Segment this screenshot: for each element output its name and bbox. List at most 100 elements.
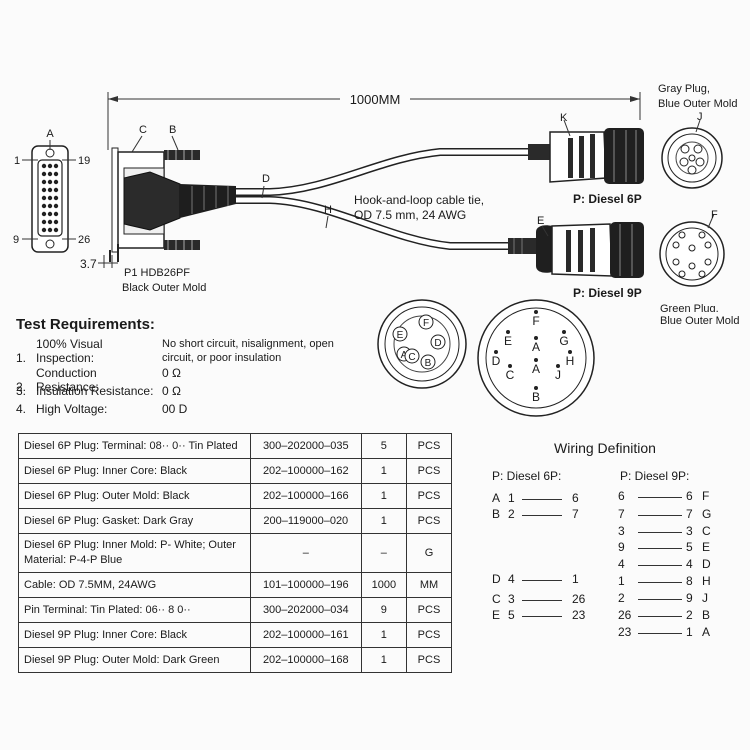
wiring-to-pin: 5 — [686, 540, 693, 554]
p1-label-line2: Black Outer Mold — [122, 282, 206, 294]
wiring-line — [522, 515, 562, 516]
diesel9p-pin-label: F — [532, 314, 539, 328]
diesel6p-callout-k: K — [560, 112, 568, 124]
diesel9p-pin-icon — [698, 231, 706, 239]
bom-row: Pin Terminal: Tin Plated: 06·· 8 0··300–… — [18, 597, 453, 623]
bom-cell-unit: MM — [405, 572, 453, 598]
bom-cell-qty: 9 — [360, 597, 407, 623]
wiring-pin-letter: H — [702, 574, 711, 588]
diesel9p-face-callout-f: F — [711, 209, 718, 221]
wiring-line — [638, 582, 682, 583]
wiring-line — [638, 633, 682, 634]
bom-table: Diesel 6P Plug: Terminal: 08·· 0·· Tin P… — [18, 433, 453, 673]
requirement-value: 00 D — [162, 402, 188, 416]
wiring-from-pin: 23 — [618, 625, 632, 639]
wiring-pin-letter: E — [702, 540, 711, 554]
p1-pin-26-label: 26 — [78, 234, 90, 246]
diesel6p-face-label-line2: Blue Outer Mold — [658, 98, 737, 110]
test-requirement-item: 1.100% Visual Inspection:No short circui… — [16, 337, 366, 365]
wiring-to-pin: 6 — [572, 491, 579, 505]
diesel9p-large-pin-icon — [568, 350, 572, 354]
overall-length-label: 1000MM — [350, 92, 401, 107]
wiring-pin-letter: A — [492, 491, 501, 505]
diesel9p-connector-side-view — [508, 222, 644, 278]
p1-pin-icon — [53, 171, 59, 177]
bom-cell-qty: 1 — [360, 622, 407, 648]
p1-pin-icon — [41, 163, 47, 169]
wiring-pin-letter: E — [492, 608, 501, 622]
diesel6p-connector-side-view — [528, 128, 644, 184]
requirement-label: 100% Visual Inspection: — [36, 337, 103, 365]
bom-cell-qty: 1 — [360, 647, 407, 673]
p1-callout-c: C — [139, 124, 147, 136]
dimension-line — [107, 92, 641, 150]
p1-pin-icon — [53, 195, 59, 201]
bom-cell-part: 202–100000–168 — [249, 647, 362, 673]
p1-pin-icon — [47, 227, 53, 233]
diesel9p-large-pin-icon — [534, 358, 538, 362]
bom-cell-part: 200–119000–020 — [249, 508, 362, 534]
p1-pin-icon — [53, 187, 59, 193]
wiring-to-pin: 23 — [572, 608, 586, 622]
bom-cell-unit: G — [405, 533, 453, 573]
bom-cell-part: 300–202000–034 — [249, 597, 362, 623]
p1-pin-icon — [47, 187, 53, 193]
wiring-pin-letter: B — [702, 608, 711, 622]
p1-pin-icon — [53, 203, 59, 209]
bom-cell-desc: Diesel 6P Plug: Gasket: Dark Gray — [18, 508, 251, 534]
p1-face-view — [31, 145, 69, 253]
p1-pin-19-label: 19 — [78, 155, 90, 167]
wiring-to-pin: 7 — [686, 507, 693, 521]
wiring-from-pin: 2 — [508, 507, 515, 521]
bom-cell-qty: 1 — [360, 483, 407, 509]
p1-pin-9-label: 9 — [13, 234, 19, 246]
wiring-from-pin: 3 — [618, 524, 625, 538]
requirement-value: 0 Ω — [162, 384, 181, 398]
bom-cell-unit: PCS — [405, 483, 453, 509]
cable-callout-h: H — [324, 204, 332, 216]
diesel9p-pin-label: H — [566, 354, 575, 368]
wiring-to-pin: 2 — [686, 608, 693, 622]
diesel6p-pin-label: B — [425, 358, 432, 369]
diesel9p-pin-icon — [688, 244, 696, 252]
wiring-line — [522, 499, 562, 500]
diesel6p-face-callout-j: J — [697, 111, 703, 123]
cable-tie-line1: Hook-and-loop cable tie, — [354, 193, 484, 207]
wiring-pin-letter: F — [702, 489, 710, 503]
diesel6p-face-view — [661, 127, 723, 189]
diesel9p-large-pin-icon — [562, 330, 566, 334]
diesel6p-large-pin-icon — [404, 348, 420, 364]
wiring-from-pin: 4 — [618, 557, 625, 571]
diesel9p-pin-label: G — [559, 334, 568, 348]
diesel9p-large-pin-icon — [534, 386, 538, 390]
diesel6p-pin-label: F — [423, 318, 429, 329]
p1-pin-icon — [41, 219, 47, 225]
p1-label-line1: P1 HDB26PF — [124, 267, 190, 279]
p1-connector-side-view — [109, 147, 236, 262]
requirement-label: Conduction Resistance: — [36, 366, 99, 394]
bom-cell-part: 202–100000–162 — [249, 458, 362, 484]
p1-pin-icon — [47, 219, 53, 225]
wiring-pin-letter: A — [702, 625, 711, 639]
wiring-left-header: P: Diesel 6P: — [492, 469, 562, 483]
p1-pin-icon — [41, 187, 47, 193]
diesel9p-face-label-line2: Blue Outer Mold — [660, 315, 740, 327]
bom-cell-part: 101–100000–196 — [249, 572, 362, 598]
wiring-to-pin: 4 — [686, 557, 693, 571]
diesel6p-label: P: Diesel 6P — [573, 192, 642, 206]
p1-pin-icon — [47, 203, 53, 209]
wiring-line — [522, 616, 562, 617]
harness-drawing: 1000MM A 1 19 9 26 3.7 C — [13, 83, 737, 312]
diesel9p-callout-e: E — [537, 215, 544, 227]
bom-cell-qty: 1 — [360, 508, 407, 534]
diesel9p-pin-label: A — [532, 362, 540, 376]
requirement-number: 3. — [16, 384, 27, 398]
p1-pin-1-label: 1 — [14, 155, 20, 167]
bom-cell-desc: Diesel 6P Plug: Inner Core: Black — [18, 458, 251, 484]
